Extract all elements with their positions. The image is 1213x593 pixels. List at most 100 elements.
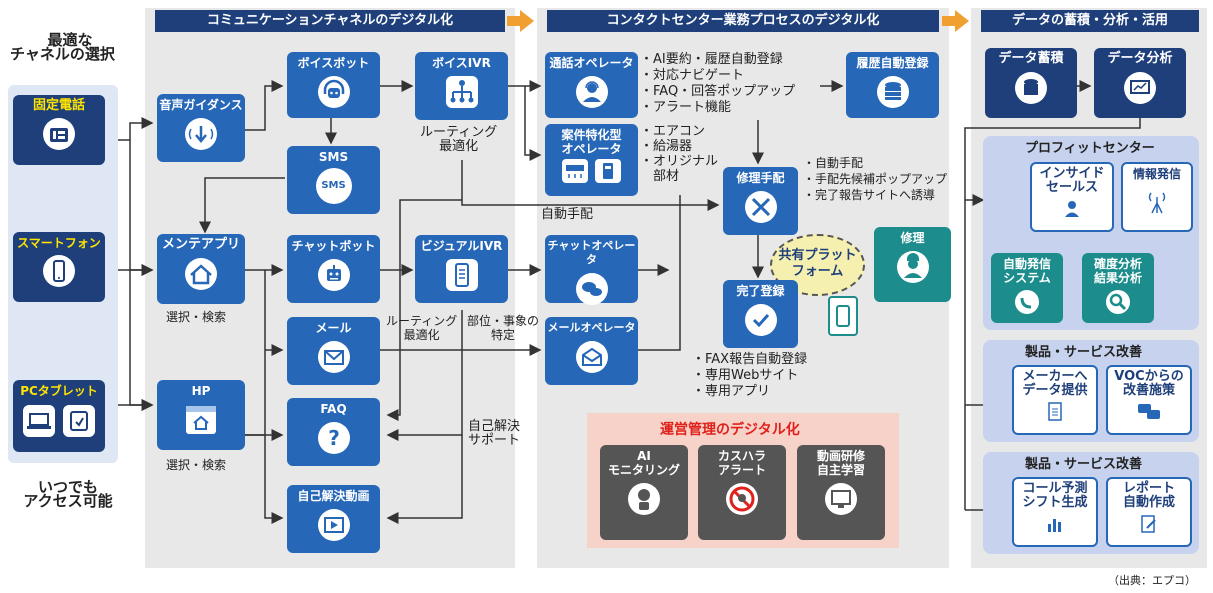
- maker-data-box[interactable]: メーカーへ データ提供: [1012, 365, 1098, 435]
- call-operator-box[interactable]: 通話オペレータ: [545, 52, 638, 118]
- monitor-training-icon: [825, 483, 857, 515]
- magnifier-icon: [1106, 290, 1130, 314]
- auto-send-line1: 自動発信: [1002, 257, 1051, 271]
- repair-arrange-box[interactable]: 修理手配: [723, 167, 798, 235]
- routing2-label: ルーティング 最適化: [386, 314, 457, 342]
- question-icon: ?: [317, 422, 350, 454]
- landline-label: 固定電話: [32, 98, 85, 113]
- case-operator-label: 案件特化型 オペレータ: [545, 124, 638, 156]
- hp-label: HP: [191, 384, 211, 398]
- case-operator-box[interactable]: 案件特化型 オペレータ: [545, 124, 638, 196]
- parts-line2: 特定: [491, 328, 516, 342]
- antenna-icon: [1148, 192, 1166, 214]
- prob-analysis-box[interactable]: 確度分析 結果分析: [1082, 253, 1154, 323]
- routing1-label: ルーティング 最適化: [420, 126, 497, 154]
- report-box[interactable]: レポート 自動作成: [1106, 477, 1192, 547]
- completion-box[interactable]: 完了登録: [723, 280, 798, 348]
- completion-feature-2: ・専用Webサイト: [692, 368, 799, 383]
- call-forecast-line1: コール予測: [1022, 481, 1088, 496]
- optimal-channel-label: 最適な チャネルの選択: [10, 33, 115, 62]
- hp-box[interactable]: HP: [157, 380, 245, 450]
- repair-features: ・自動手配 ・手配先候補ポップアップ ・完了報告サイトへ誘導: [803, 155, 947, 203]
- data-storage-icon: [1015, 72, 1047, 104]
- routing2-line1: ルーティング: [386, 314, 458, 328]
- person-icon: [1065, 201, 1079, 217]
- maint-app-label: メンテアプリ: [161, 237, 240, 252]
- visual-ivr-box[interactable]: ビジュアルIVR: [415, 235, 508, 303]
- data-accumulate-box[interactable]: データ蓄積: [985, 48, 1077, 118]
- chatbot-box[interactable]: チャットボット: [287, 235, 380, 303]
- voice-guidance-box[interactable]: 音声ガイダンス: [157, 94, 245, 162]
- routing1-line2: 最適化: [439, 139, 479, 154]
- faq-box[interactable]: FAQ ?: [287, 398, 380, 466]
- hp-sub: 選択・検索: [166, 458, 227, 472]
- data-analyze-box[interactable]: データ分析: [1094, 48, 1186, 118]
- flow-arrow-2: [955, 10, 969, 32]
- channel-pc-tablet[interactable]: PCタブレット: [13, 380, 105, 452]
- voc-line2: 改善施策: [1122, 383, 1175, 398]
- mail-operator-box[interactable]: メールオペレータ: [545, 317, 638, 385]
- check-icon: [744, 304, 777, 336]
- mobile-app-badge: [828, 296, 858, 336]
- completion-label: 完了登録: [736, 284, 785, 298]
- self-video-box[interactable]: 自己解決動画: [287, 485, 380, 553]
- ai-robot-icon: [628, 483, 660, 515]
- speaker-down-icon: [185, 118, 217, 150]
- video-training-box[interactable]: 動画研修 自主学習: [797, 445, 885, 540]
- auto-send-label: 自動発信 システム: [991, 253, 1063, 285]
- maker-line2: データ提供: [1022, 383, 1088, 398]
- voc-box[interactable]: VOCからの 改善施策: [1106, 365, 1192, 435]
- anytime-line1: いつでも: [37, 478, 98, 496]
- channel-smartphone[interactable]: スマートフォン: [13, 232, 105, 302]
- harassment-line2: アラート: [717, 463, 766, 477]
- maint-app-box[interactable]: メンテアプリ: [157, 234, 245, 304]
- info-send-box[interactable]: 情報発信: [1121, 162, 1193, 232]
- sms-icon-text: SMS: [321, 180, 346, 191]
- sms-box[interactable]: SMS SMS: [287, 146, 380, 214]
- call-feature-2: ・対応ナビゲート: [640, 68, 745, 83]
- harassment-alert-box[interactable]: カスハラ アラート: [698, 445, 786, 540]
- completion-feature-3: ・専用アプリ: [692, 384, 771, 399]
- optimal-channel-line2: チャネルの選択: [10, 45, 115, 63]
- report-line1: レポート: [1122, 481, 1175, 496]
- repair-feature-3: ・完了報告サイトへ誘導: [803, 188, 936, 202]
- flow-arrow-2-body: [942, 16, 956, 26]
- case-item-3: ・オリジナル: [640, 154, 719, 169]
- flow-arrow-1-body: [507, 16, 521, 26]
- phone-list-icon: [445, 259, 478, 291]
- mail-label: メール: [315, 321, 352, 335]
- call-features: ・AI要約・履歴自動登録 ・対応ナビゲート ・FAQ・回答ポップアップ ・アラー…: [640, 52, 795, 116]
- shared-platform-line1: 共有プラット: [778, 248, 857, 263]
- voc-line1: VOCからの: [1114, 369, 1184, 384]
- routing2-line2: 最適化: [403, 328, 440, 342]
- ai-monitoring-label: AI モニタリング: [600, 445, 688, 477]
- worker-icon: [896, 251, 929, 283]
- operator-icon: [575, 76, 608, 108]
- info-send-label: 情報発信: [1132, 167, 1181, 181]
- voice-ivr-box[interactable]: ボイスIVR: [415, 52, 508, 120]
- chat-operator-box[interactable]: チャットオペレータ: [545, 235, 638, 305]
- repair-feature-1: ・自動手配: [803, 156, 864, 170]
- chat-operator-label: チャットオペレータ: [547, 239, 636, 266]
- harassment-line1: カスハラ: [717, 449, 766, 463]
- prob-analysis-line2: 結果分析: [1093, 271, 1142, 285]
- history-reg-box[interactable]: 履歴自動登録: [846, 52, 939, 118]
- video-training-label: 動画研修 自主学習: [797, 445, 885, 477]
- repair-box[interactable]: 修理: [874, 227, 951, 302]
- call-operator-label: 通話オペレータ: [549, 56, 634, 70]
- routing1-line1: ルーティング: [420, 125, 498, 140]
- channel-landline[interactable]: 固定電話: [13, 95, 105, 165]
- inside-sales-box[interactable]: インサイド セールス: [1030, 162, 1114, 232]
- call-forecast-box[interactable]: コール予測 シフト生成: [1012, 477, 1098, 547]
- mail-box[interactable]: メール: [287, 317, 380, 385]
- source-credit: （出典：エプコ）: [1108, 574, 1196, 587]
- completion-feature-1: ・FAX報告自動登録: [692, 352, 808, 367]
- smartphone-label: スマートフォン: [17, 236, 101, 250]
- ai-monitoring-box[interactable]: AI モニタリング: [600, 445, 688, 540]
- case-items: ・エアコン ・給湯器 ・オリジナル 部材: [640, 124, 718, 184]
- voicebot-box[interactable]: ボイスボット: [287, 52, 380, 118]
- inside-sales-line1: インサイド: [1039, 166, 1105, 181]
- flow-arrow-1: [520, 10, 534, 32]
- auto-send-box[interactable]: 自動発信 システム: [991, 253, 1063, 323]
